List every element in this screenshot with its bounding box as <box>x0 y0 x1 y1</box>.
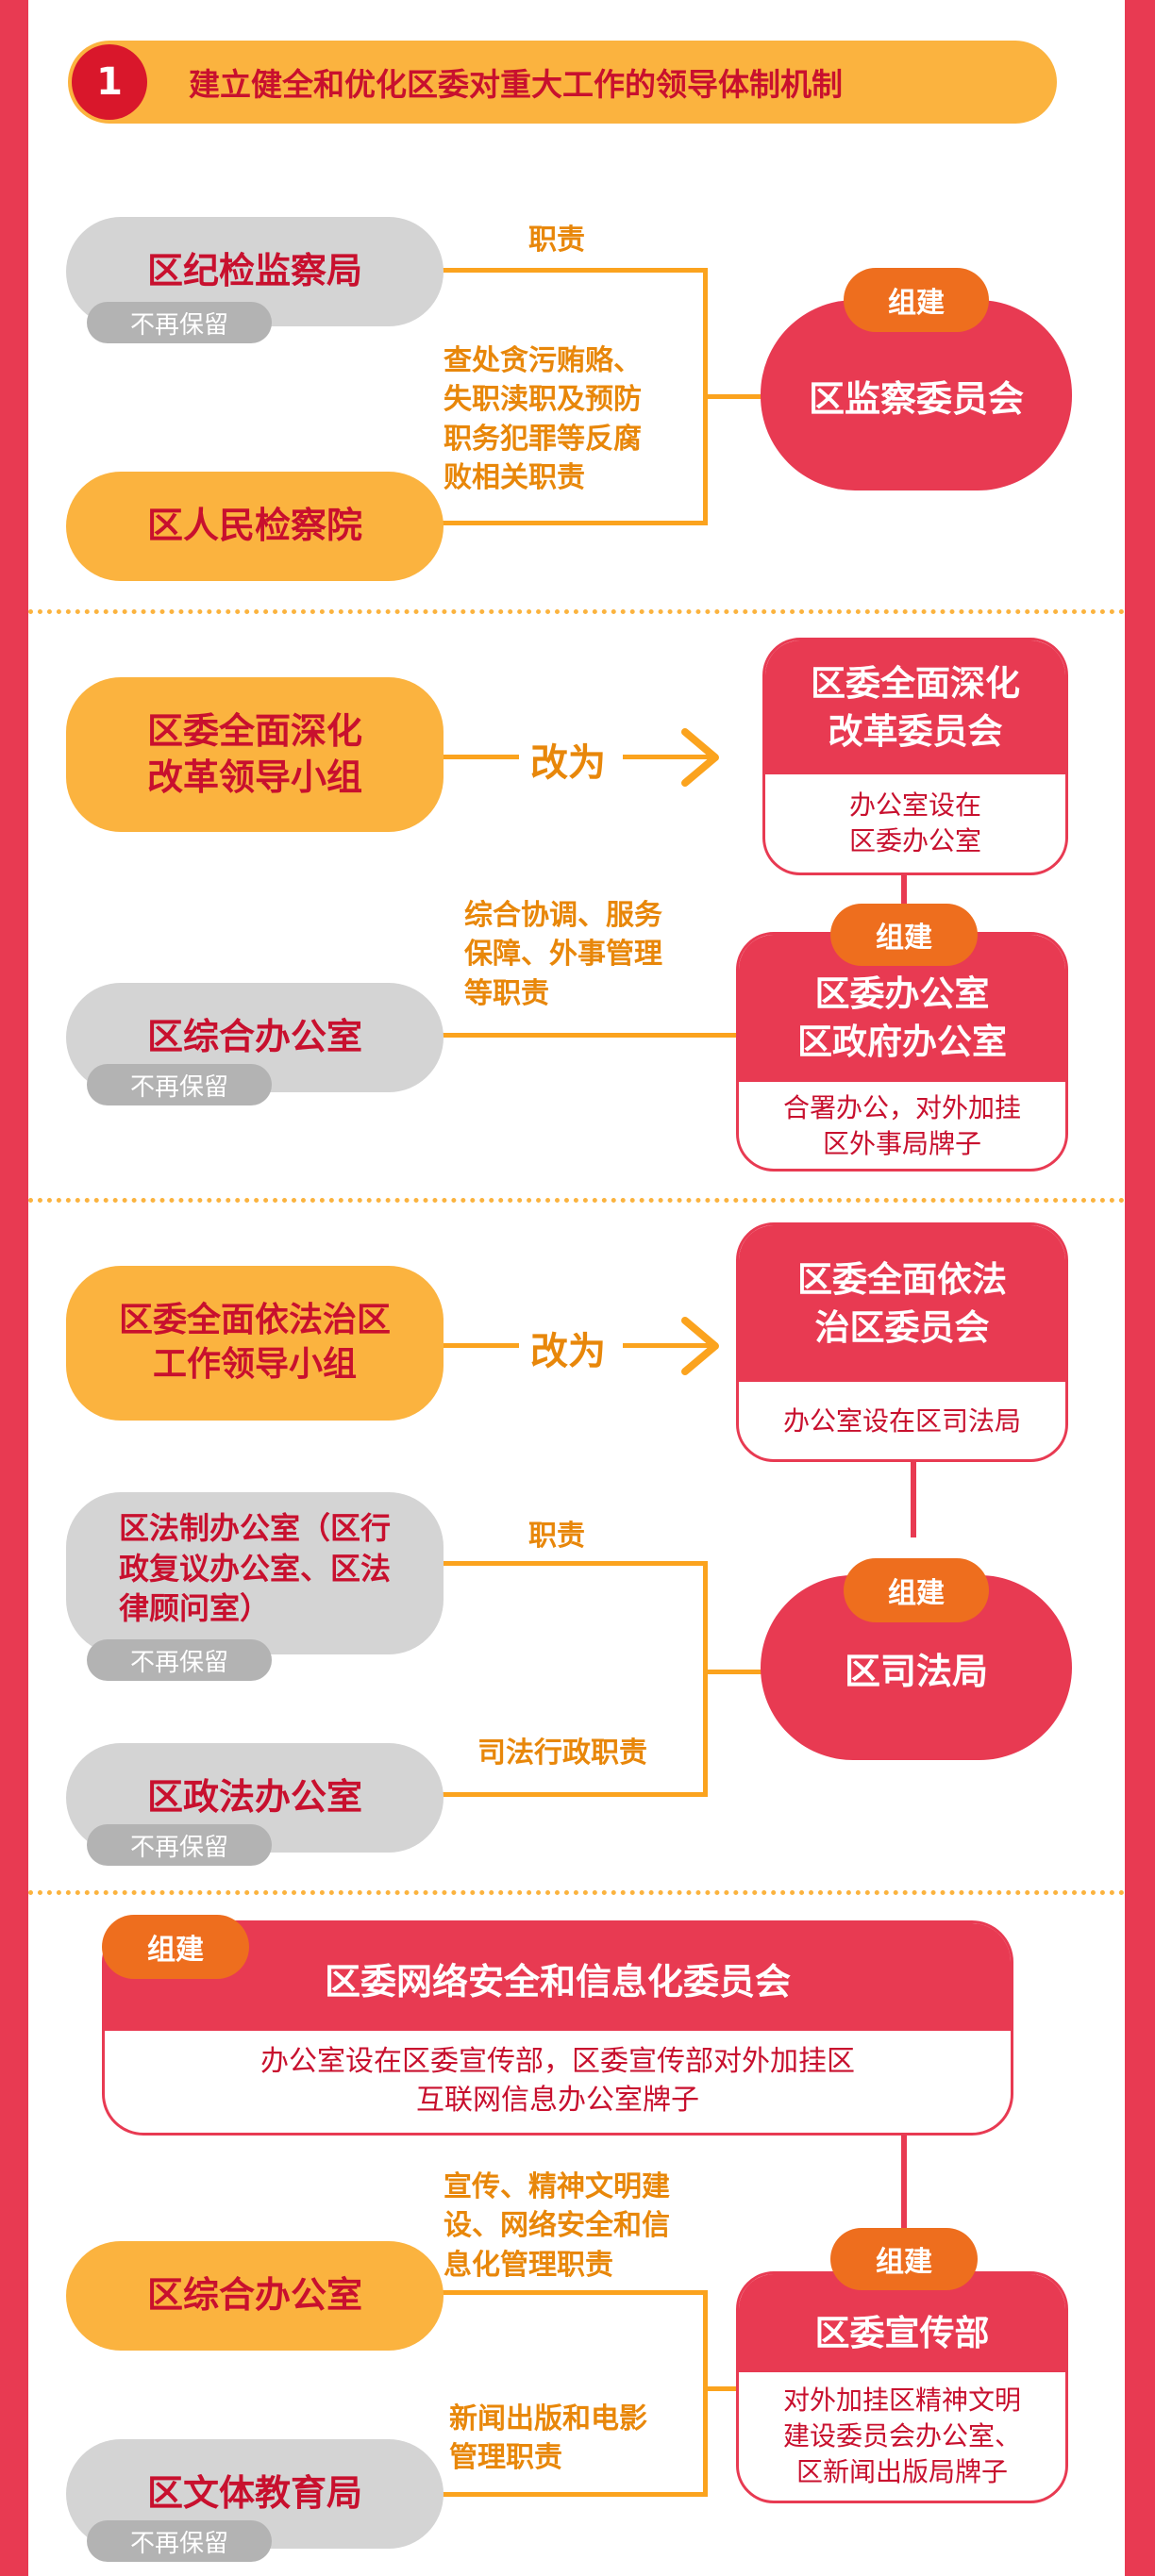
label-coordination-duties: 综合协调、服务 保障、外事管理 等职责 <box>464 899 662 1010</box>
not-retained-tag: 不再保留 <box>87 1639 272 1681</box>
node-publicity-department: 区委宣传部 对外加挂区精神文明建设委员会办公室、区新闻出版局牌子 <box>736 2271 1068 2503</box>
node-district-procuratorate: 区人民检察院 <box>66 472 444 581</box>
label-press-film-duties: 新闻出版和电影 管理职责 <box>449 2402 647 2475</box>
section-divider <box>28 1198 1125 1203</box>
not-retained-tag: 不再保留 <box>87 1064 272 1105</box>
section-divider <box>28 609 1125 614</box>
not-retained-tag: 不再保留 <box>87 1824 272 1866</box>
node-comprehensive-office: 区综合办公室 <box>66 2241 444 2351</box>
build-tag: 组建 <box>102 1915 249 1979</box>
arrow-right-icon <box>681 1317 719 1375</box>
label-change-to: 改为 <box>530 1330 606 1373</box>
label-duties: 职责 <box>528 1520 585 1553</box>
node-rule-of-law-leading-group: 区委全面依法治区工作领导小组 <box>66 1266 444 1421</box>
build-tag: 组建 <box>844 1558 989 1622</box>
not-retained-tag: 不再保留 <box>87 302 272 343</box>
node-reform-commission: 区委全面深化改革委员会 办公室设在区委办公室 <box>762 638 1068 875</box>
node-legal-affairs-office: 区法制办公室（区行 政复议办公室、区法 律顾问室） <box>66 1492 444 1654</box>
build-tag: 组建 <box>844 268 989 332</box>
node-rule-of-law-commission: 区委全面依法治区委员会 办公室设在区司法局 <box>736 1222 1068 1462</box>
section-divider <box>28 1890 1125 1895</box>
node-reform-leading-group: 区委全面深化改革领导小组 <box>66 677 444 832</box>
label-duties: 职责 <box>528 224 585 257</box>
label-change-to: 改为 <box>530 741 606 785</box>
label-publicity-duties: 宣传、精神文明建 设、网络安全和信 息化管理职责 <box>444 2170 670 2282</box>
build-tag: 组建 <box>830 904 978 966</box>
right-border-bar <box>1125 0 1155 2576</box>
not-retained-tag: 不再保留 <box>87 2520 272 2562</box>
section-title: 建立健全和优化区委对重大工作的领导体制机制 <box>189 66 843 103</box>
section-number-badge: 1 <box>72 44 147 120</box>
node-cyberspace-commission: 区委网络安全和信息化委员会 办公室设在区委宣传部，区委宣传部对外加挂区互联网信息… <box>102 1920 1013 2136</box>
section-header-bar <box>68 41 1057 124</box>
arrow-right-icon <box>681 728 719 787</box>
left-border-bar <box>0 0 28 2576</box>
node-party-government-office: 区委办公室区政府办公室 合署办公，对外加挂区外事局牌子 <box>736 932 1068 1172</box>
build-tag: 组建 <box>830 2228 978 2290</box>
label-judicial-admin-duties: 司法行政职责 <box>477 1737 647 1770</box>
label-anticorruption-duties: 查处贪污贿赂、 失职渎职及预防 职务犯罪等反腐 败相关职责 <box>444 344 642 495</box>
